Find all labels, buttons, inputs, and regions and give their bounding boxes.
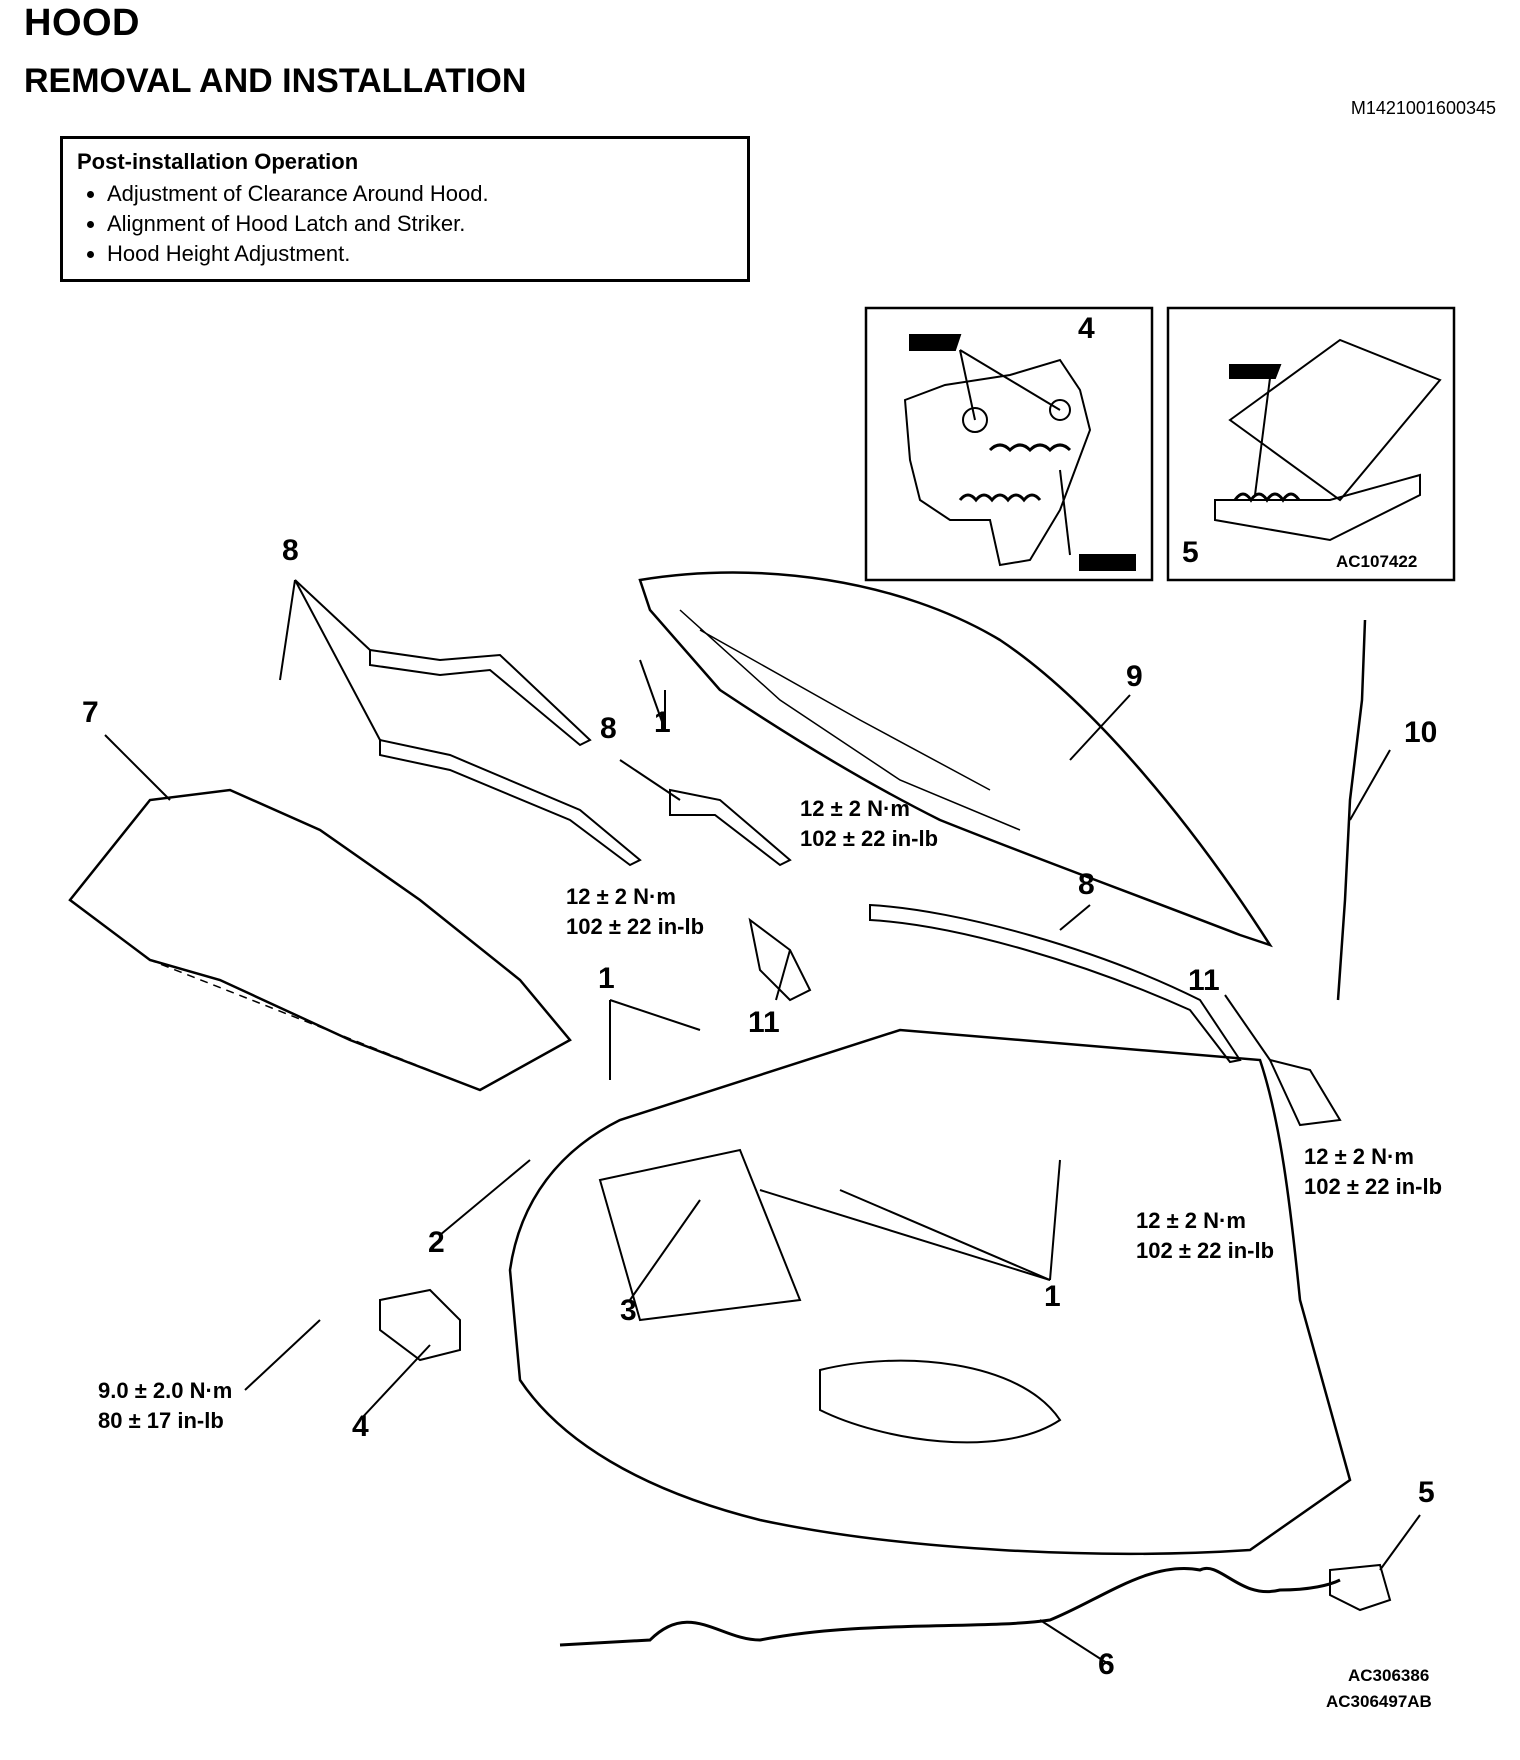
- post-installation-item: Adjustment of Clearance Around Hood.: [107, 179, 733, 209]
- grease-gun-icon: [1079, 554, 1136, 571]
- callout-4-latch: 4: [352, 1410, 369, 1443]
- hood-insulator: [68, 788, 572, 1092]
- torque-spec: 12 ± 2 N·m 102 ± 22 in-lb: [1136, 1208, 1275, 1263]
- hood-release-cable: [559, 1566, 1341, 1647]
- hood-hinge-left: [748, 917, 812, 1002]
- torque-spec: 12 ± 2 N·m 102 ± 22 in-lb: [800, 796, 939, 851]
- vehicle-front-body: [508, 1028, 1352, 1555]
- callout-8-weatherstrip: 8: [282, 534, 299, 567]
- post-installation-item: Alignment of Hood Latch and Striker.: [107, 209, 733, 239]
- callout-1-lower: 1: [1044, 1280, 1061, 1313]
- post-installation-item: Hood Height Adjustment.: [107, 239, 733, 269]
- callout-1-left: 1: [598, 962, 615, 995]
- page-title: HOOD: [24, 2, 140, 44]
- hood-latch: [379, 1288, 461, 1362]
- grease-gun-icon: [909, 334, 962, 351]
- post-installation-box: Post-installation Operation Adjustment o…: [60, 136, 750, 282]
- inset-latch-box: [864, 306, 1154, 582]
- inset-striker-box: [1166, 306, 1456, 582]
- figure-code: AC306497AB: [1326, 1692, 1432, 1711]
- hood-striker: [1329, 1563, 1392, 1612]
- callout-8-lower: 8: [1078, 868, 1095, 901]
- torque-spec-latch: 9.0 ± 2.0 N·m 80 ± 17 in-lb: [98, 1378, 233, 1433]
- callout-3: 3: [620, 1294, 637, 1327]
- grease-gun-icon: [1229, 364, 1282, 379]
- weatherstrip-upper: [369, 648, 592, 747]
- post-installation-title: Post-installation Operation: [77, 149, 359, 174]
- torque-spec: 12 ± 2 N·m 102 ± 22 in-lb: [1304, 1144, 1443, 1199]
- torque-spec: 12 ± 2 N·m 102 ± 22 in-lb: [566, 884, 705, 939]
- inset-callout-5: 5: [1182, 536, 1199, 569]
- hood-panel: [638, 571, 1273, 948]
- hood-hinge-right: [1268, 1058, 1342, 1127]
- post-installation-list: Adjustment of Clearance Around Hood. Ali…: [77, 179, 733, 269]
- callout-6-cable: 6: [1098, 1648, 1115, 1681]
- weatherstrip-lower: [869, 903, 1242, 1064]
- callout-11-left: 11: [748, 1006, 780, 1039]
- callout-7-insulator: 7: [82, 696, 99, 729]
- page-subtitle: REMOVAL AND INSTALLATION: [24, 62, 527, 100]
- weatherstrip-side: [669, 788, 792, 867]
- callout-2: 2: [428, 1226, 445, 1259]
- callout-11-right: 11: [1188, 964, 1220, 997]
- document-id: M1421001600345: [1350, 98, 1496, 118]
- weatherstrip-middle: [379, 738, 642, 867]
- figure-code: AC306386: [1348, 1666, 1430, 1685]
- inset-figure-code: AC107422: [1336, 552, 1418, 571]
- inset-callout-4: 4: [1078, 312, 1095, 345]
- callout-10-cable: 10: [1404, 716, 1438, 749]
- callout-8-side: 8: [600, 712, 617, 745]
- callout-5-striker: 5: [1418, 1476, 1435, 1509]
- latch-release-cable: [1336, 619, 1367, 1001]
- callout-1-upper: 1: [654, 706, 671, 739]
- callout-9-hood: 9: [1126, 660, 1143, 693]
